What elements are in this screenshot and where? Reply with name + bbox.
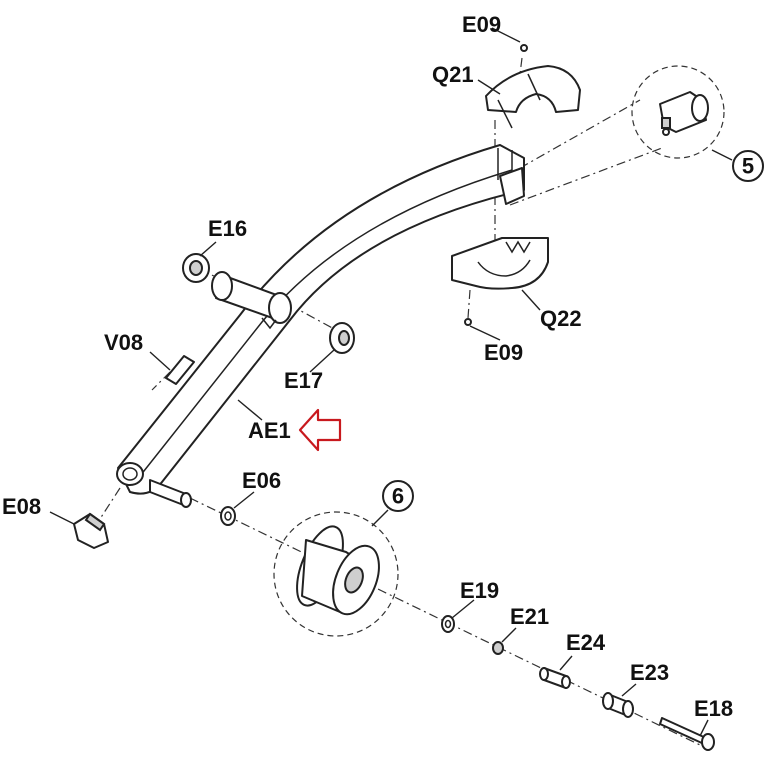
label-e17: E17 [284,368,323,393]
bushing-e16 [182,253,210,283]
detail-5 [631,65,764,182]
detail-6 [273,480,414,637]
label-e06: E06 [242,468,281,493]
bolt-e18 [659,717,715,751]
callout-6: 6 [392,484,404,509]
washer-e06 [220,506,236,526]
main-arm-ae1 [116,144,525,508]
sticker-v08 [165,355,195,385]
label-v08: V08 [104,330,143,355]
nut-e21 [492,641,504,655]
cover-q21 [485,44,581,129]
bushing-e23 [602,692,634,718]
washer-e19 [441,615,455,633]
bushing-e17 [329,322,355,354]
label-e19: E19 [460,578,499,603]
callout-5: 5 [742,154,754,179]
label-e09-bottom: E09 [484,340,523,365]
label-q22: Q22 [540,306,582,331]
end-cap-e08 [73,512,109,549]
label-e23: E23 [630,660,669,685]
label-q21: Q21 [432,62,474,87]
spacer-e24 [539,667,571,689]
cover-q22 [451,237,549,326]
label-e24: E24 [566,630,606,655]
label-e18: E18 [694,696,733,721]
leader-lines [49,27,709,737]
label-e16: E16 [208,216,247,241]
label-e21: E21 [510,604,549,629]
cross-tube [211,271,292,330]
label-e09-top: E09 [462,12,501,37]
indicator-arrow-icon [298,408,342,452]
label-e08: E08 [2,494,41,519]
label-ae1: AE1 [248,418,291,443]
